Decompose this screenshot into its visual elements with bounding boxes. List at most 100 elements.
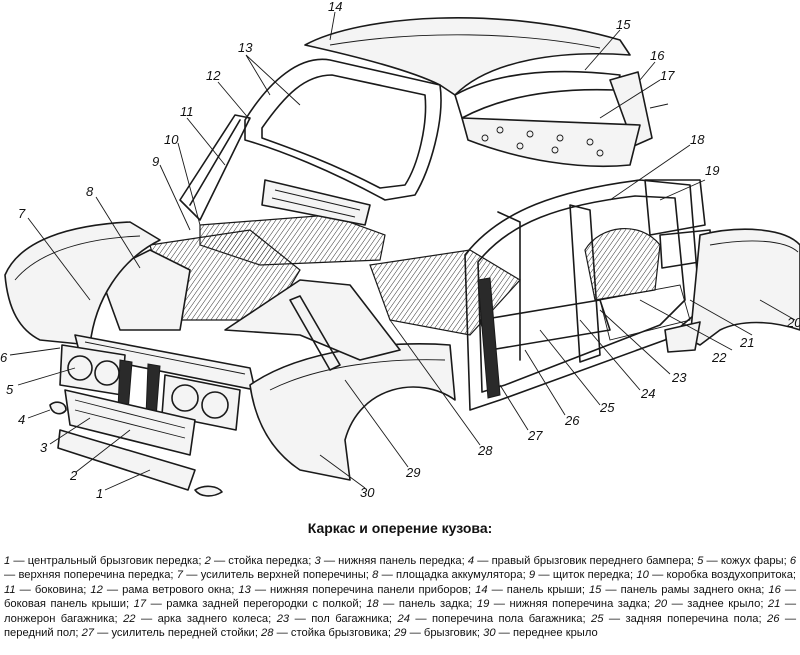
callout-20: 20 [786,315,800,330]
callout-12: 12 [206,68,221,83]
legend-item-number: 18 [366,598,379,611]
legend-item-number: 29 [394,627,407,640]
fender-left [4,221,161,346]
callout-17: 17 [660,68,675,83]
legend-item-number: 6 [789,555,797,567]
legend-item-number: 20 [654,598,668,611]
legend-item: 24 — поперечина пола багажника; [397,612,591,625]
legend-item-number: 13 [238,583,251,596]
legend-item: 2 — стойка передка; [204,555,315,567]
callout-16: 16 [650,48,665,63]
callout-30: 30 [360,485,375,500]
callout-27: 27 [527,428,543,443]
legend-item-text: правый брызговик переднего бампера [491,555,691,567]
legend-item-text: коробка воздухопритока [666,569,793,582]
callout-5: 5 [6,382,14,397]
legend-item-number: 27 [81,627,95,640]
car-body-diagram: 1 2 3 4 5 6 7 8 9 10 11 12 13 14 15 16 1… [0,0,800,501]
parts-legend: 1 — центральный брызговик передка; 2 — с… [4,554,796,640]
legend-item: 27 — усилитель передней стойки; [81,627,262,640]
callout-21: 21 [739,335,754,350]
callout-19: 19 [705,163,719,178]
legend-item-text: передний пол [4,627,76,640]
legend-item-text: панель задка [398,598,470,611]
legend-item-text: задняя поперечина пола [625,612,759,625]
legend-item-number: 1 [4,555,11,567]
legend-item: 3 — нижняя панель передка; [314,555,468,567]
rear-window-panel [454,70,621,119]
legend-item: 25 — задняя поперечина пола; [591,612,767,625]
legend-item-number: 25 [591,612,604,625]
legend-item-text: нижняя поперечина панели приборов [270,583,468,596]
rear-panel [644,179,706,236]
legend-item: 14 — панель крыши; [475,583,589,596]
legend-item-text: усилитель верхней поперечины [200,569,366,582]
legend-item: 23 — пол багажника; [276,612,398,625]
legend-item: 13 — нижняя поперечина панели приборов; [238,583,476,596]
callout-2: 2 [69,468,78,483]
front-lower-panel [64,389,196,456]
legend-item: 6 — верхняя поперечина передка; [4,555,797,582]
splash-shield [224,279,401,361]
legend-item: 17 — рамка задней перегородки с полкой; [133,598,367,611]
windshield-frame [244,58,442,201]
legend-item-text: щиток передка [552,569,631,582]
legend-item-text: поперечина пола багажника [431,612,583,625]
legend-item-text: пол багажника [311,612,389,625]
legend-item: 4 — правый брызговик переднего бампера; [467,555,698,567]
legend-item-text: усилитель передней стойки [111,627,255,640]
legend-item-number: 21 [767,598,781,611]
legend-item-text: нижняя поперечина задка [509,598,648,611]
legend-item: 1 — центральный брызговик передка; [4,555,205,567]
legend-item: 11 — боковина; [4,583,91,596]
legend-item-text: кожух фары [720,555,784,567]
body-side-left [179,114,251,221]
legend-item: 15 — панель рамы заднего окна; [588,583,769,596]
legend-item-number: 28 [261,627,274,640]
callout-26: 26 [564,413,580,428]
legend-item-text: боковая панель крыши [4,598,127,611]
legend-item-text: стойка передка [228,555,309,567]
shield-pillar [289,295,341,371]
legend-item-number: 9 [528,569,536,582]
callout-24: 24 [640,386,655,401]
callout-18: 18 [690,132,705,147]
rear-wheel-arch [584,227,661,301]
trunk-floor [599,284,691,341]
callout-7: 7 [18,206,26,221]
callout-10: 10 [164,132,179,147]
legend-item-number: 23 [276,612,290,625]
legend-item-number: 15 [588,583,602,596]
legend-item-text: стойка брызговика [290,627,388,640]
callout-6: 6 [0,350,8,365]
legend-item-text: верхняя поперечина передка [18,569,171,582]
legend-item-number: 2 [204,555,211,567]
legend-item-text: лонжерон багажника [4,612,115,625]
front-floor [369,249,521,336]
legend-item: 12 — рама ветрового окна; [90,583,239,596]
legend-item: 18 — панель задка; [366,598,477,611]
legend-item-number: 30 [483,627,496,640]
callout-3: 3 [40,440,48,455]
legend-item: 22 — арка заднего колеса; [123,612,277,625]
rear-floor-crossmember [479,299,611,351]
legend-item: 28 — стойка брызговика; [261,627,395,640]
legend-item-number: 11 [4,583,16,596]
legend-item-text: рама ветрового окна [122,583,232,596]
legend-item-number: 10 [636,569,649,582]
legend-item: 7 — усилитель верхней поперечины; [176,569,373,582]
dash-lower-crossmember [261,179,371,226]
legend-item-number: 16 [768,583,781,596]
callout-22: 22 [711,350,727,365]
figure-caption: Каркас и оперение кузова: 1 — центральны… [0,512,800,655]
callout-11: 11 [180,104,194,119]
callout-23: 23 [671,370,687,385]
legend-item-text: центральный брызговик передка [27,555,199,567]
legend-item-text: брызговик [423,627,477,640]
legend-item-text: нижняя панель передка [338,555,462,567]
legend-item-text: площадка аккумулятора [396,569,523,582]
legend-item-number: 19 [476,598,490,611]
callout-14: 14 [328,0,342,14]
legend-item-text: панель крыши [506,583,582,596]
legend-item-number: 14 [475,583,488,596]
